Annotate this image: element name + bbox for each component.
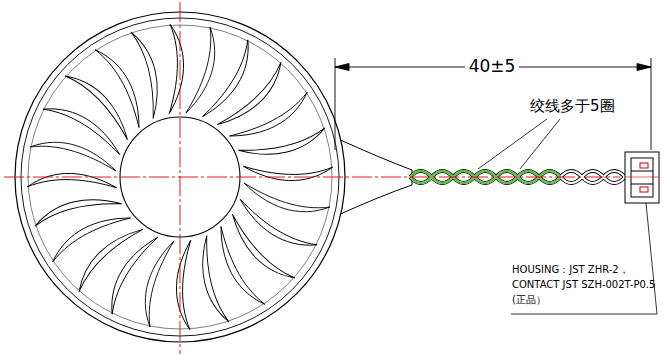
twist-note: 绞线多于5圈 — [530, 98, 615, 115]
contact-note: CONTACT JST SZH-002T-P0.5 — [512, 279, 655, 291]
jst-connector — [625, 152, 659, 203]
dimension-40 — [335, 58, 651, 150]
genuine-note: (正品） — [512, 294, 546, 306]
center-lines — [4, 2, 620, 354]
leader-lines — [478, 119, 657, 314]
dimension-value: 40±5 — [465, 57, 520, 77]
housing-note: HOUSING：JST ZHR-2， — [512, 264, 629, 276]
